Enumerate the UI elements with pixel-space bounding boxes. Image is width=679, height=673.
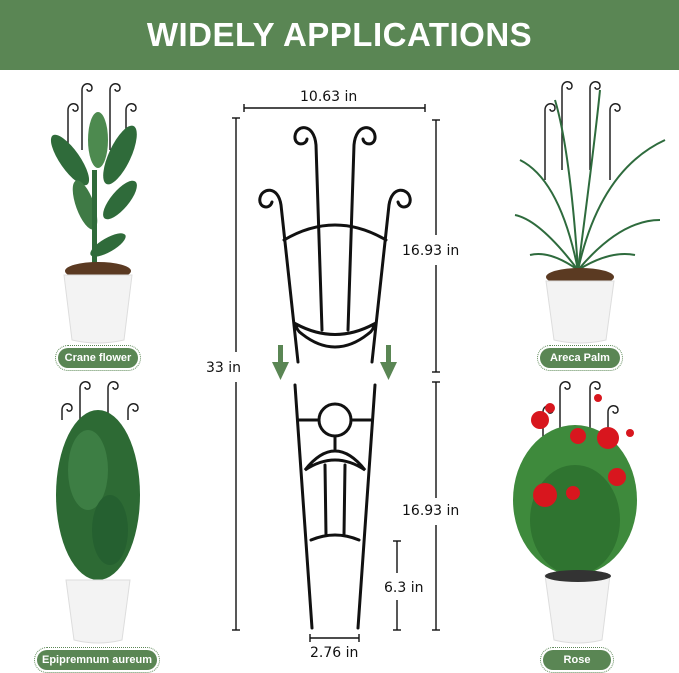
plant-label-rose: Rose bbox=[540, 647, 614, 673]
page-title: WIDELY APPLICATIONS bbox=[146, 16, 533, 53]
rose-image bbox=[513, 381, 637, 644]
epipremnum-image bbox=[56, 381, 140, 644]
down-arrow-icon bbox=[272, 345, 397, 380]
upper-height-label: 16.93 in bbox=[402, 243, 460, 259]
areca-palm-image bbox=[514, 81, 666, 344]
crane-flower-image bbox=[50, 83, 137, 344]
lower-height-label: 16.93 in bbox=[402, 503, 460, 519]
plant-label-epipremnum: Epipremnum aureum bbox=[34, 647, 160, 673]
bottom-width-label: 2.76 in bbox=[310, 645, 359, 661]
total-height-label: 33 in bbox=[206, 360, 242, 376]
plant-label-crane-flower: Crane flower bbox=[55, 345, 141, 371]
plant-label-areca-palm: Areca Palm bbox=[537, 345, 623, 371]
stake-length-label: 6.3 in bbox=[384, 580, 424, 596]
header-banner: WIDELY APPLICATIONS bbox=[0, 0, 679, 70]
top-width-label: 10.63 in bbox=[300, 89, 358, 105]
